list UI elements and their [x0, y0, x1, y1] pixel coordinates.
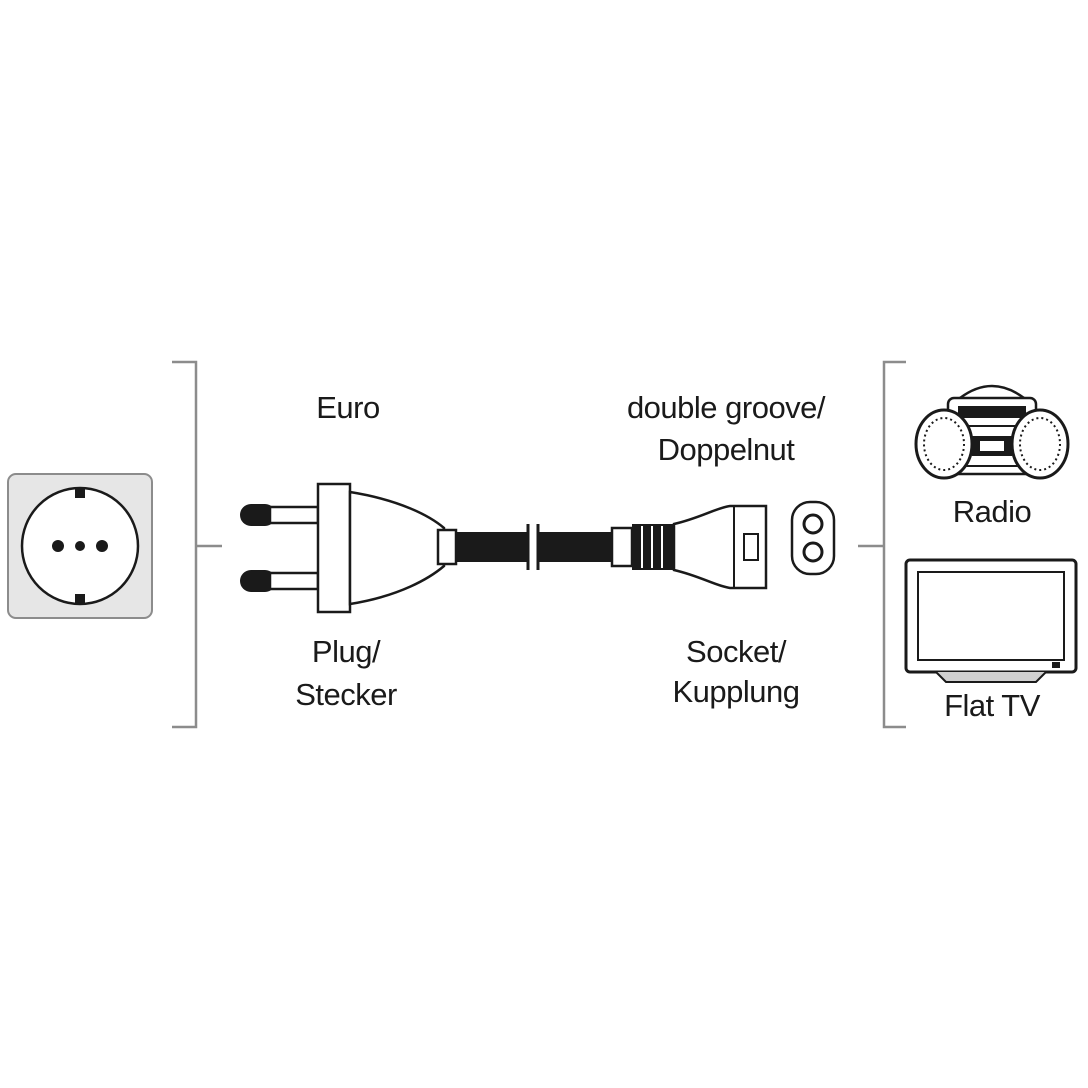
label-kupplung: Kupplung — [672, 674, 799, 709]
left-bracket — [172, 360, 222, 729]
figure-8-inlet-icon — [790, 500, 836, 576]
right-bracket — [858, 360, 906, 729]
label-stecker: Stecker — [295, 677, 397, 712]
wall-socket-icon — [7, 473, 153, 619]
label-plug: Plug/ — [312, 634, 381, 669]
flat-tv-icon — [904, 558, 1078, 683]
c7-connector-icon — [610, 504, 768, 590]
label-socket: Socket/ — [686, 634, 787, 669]
label-doppelnut: Doppelnut — [658, 432, 796, 467]
euro-plug-icon — [240, 482, 458, 614]
label-euro: Euro — [316, 390, 379, 425]
label-double-groove: double groove/ — [627, 390, 826, 425]
cable — [456, 524, 612, 570]
radio-icon — [914, 384, 1070, 480]
label-flat-tv: Flat TV — [944, 688, 1041, 723]
label-radio: Radio — [953, 494, 1032, 529]
